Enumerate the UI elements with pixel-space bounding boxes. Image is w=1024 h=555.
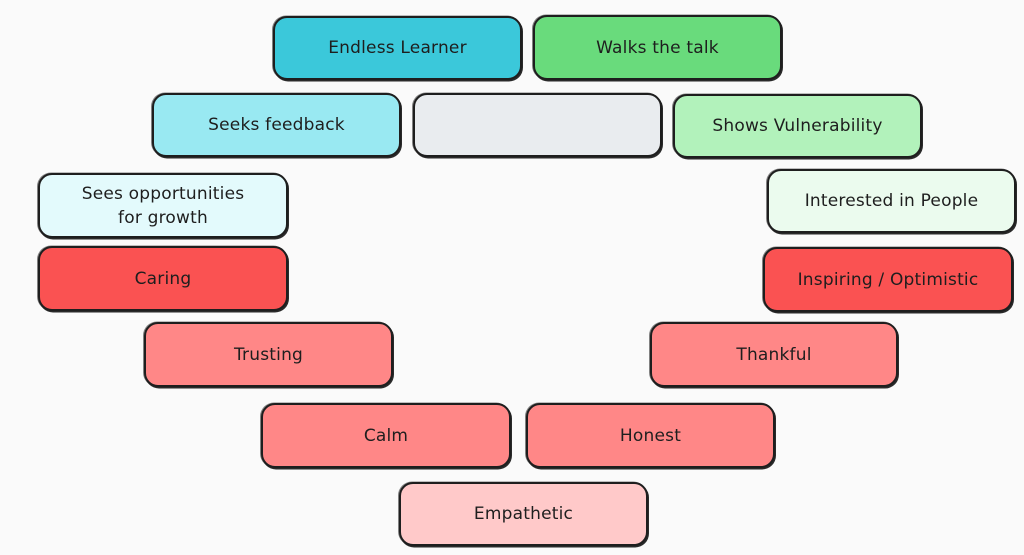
node-label: Shows Vulnerability: [712, 116, 883, 136]
node-label: Sees opportunities for growth: [81, 183, 245, 228]
node-thankful[interactable]: Thankful: [650, 322, 898, 387]
node-shows-vulnerability[interactable]: Shows Vulnerability: [673, 94, 922, 158]
node-seeks-feedback[interactable]: Seeks feedback: [152, 93, 401, 157]
node-label: Endless Learner: [328, 38, 467, 58]
node-label: Calm: [363, 425, 409, 446]
node-calm[interactable]: Calm: [261, 403, 511, 468]
node-empty-center[interactable]: [413, 93, 662, 157]
node-inspiring-optimistic[interactable]: Inspiring / Optimistic: [763, 247, 1013, 312]
node-label: Trusting: [233, 344, 304, 365]
node-walks-the-talk[interactable]: Walks the talk: [533, 15, 782, 80]
node-empathetic[interactable]: Empathetic: [399, 482, 648, 546]
node-label: Thankful: [736, 344, 812, 365]
node-caring[interactable]: Caring: [38, 246, 288, 311]
node-label: Walks the talk: [596, 37, 719, 58]
node-sees-opportunities[interactable]: Sees opportunities for growth: [38, 173, 288, 238]
node-trusting[interactable]: Trusting: [144, 322, 393, 387]
node-label: Interested in People: [804, 191, 979, 211]
node-honest[interactable]: Honest: [526, 403, 775, 468]
node-label: Seeks feedback: [208, 115, 345, 135]
node-label: Empathetic: [473, 504, 574, 524]
node-label: Honest: [619, 425, 682, 446]
node-endless-learner[interactable]: Endless Learner: [273, 16, 522, 80]
node-label: Inspiring / Optimistic: [797, 269, 979, 290]
node-label: Caring: [134, 268, 192, 289]
node-interested-in-people[interactable]: Interested in People: [767, 169, 1016, 233]
